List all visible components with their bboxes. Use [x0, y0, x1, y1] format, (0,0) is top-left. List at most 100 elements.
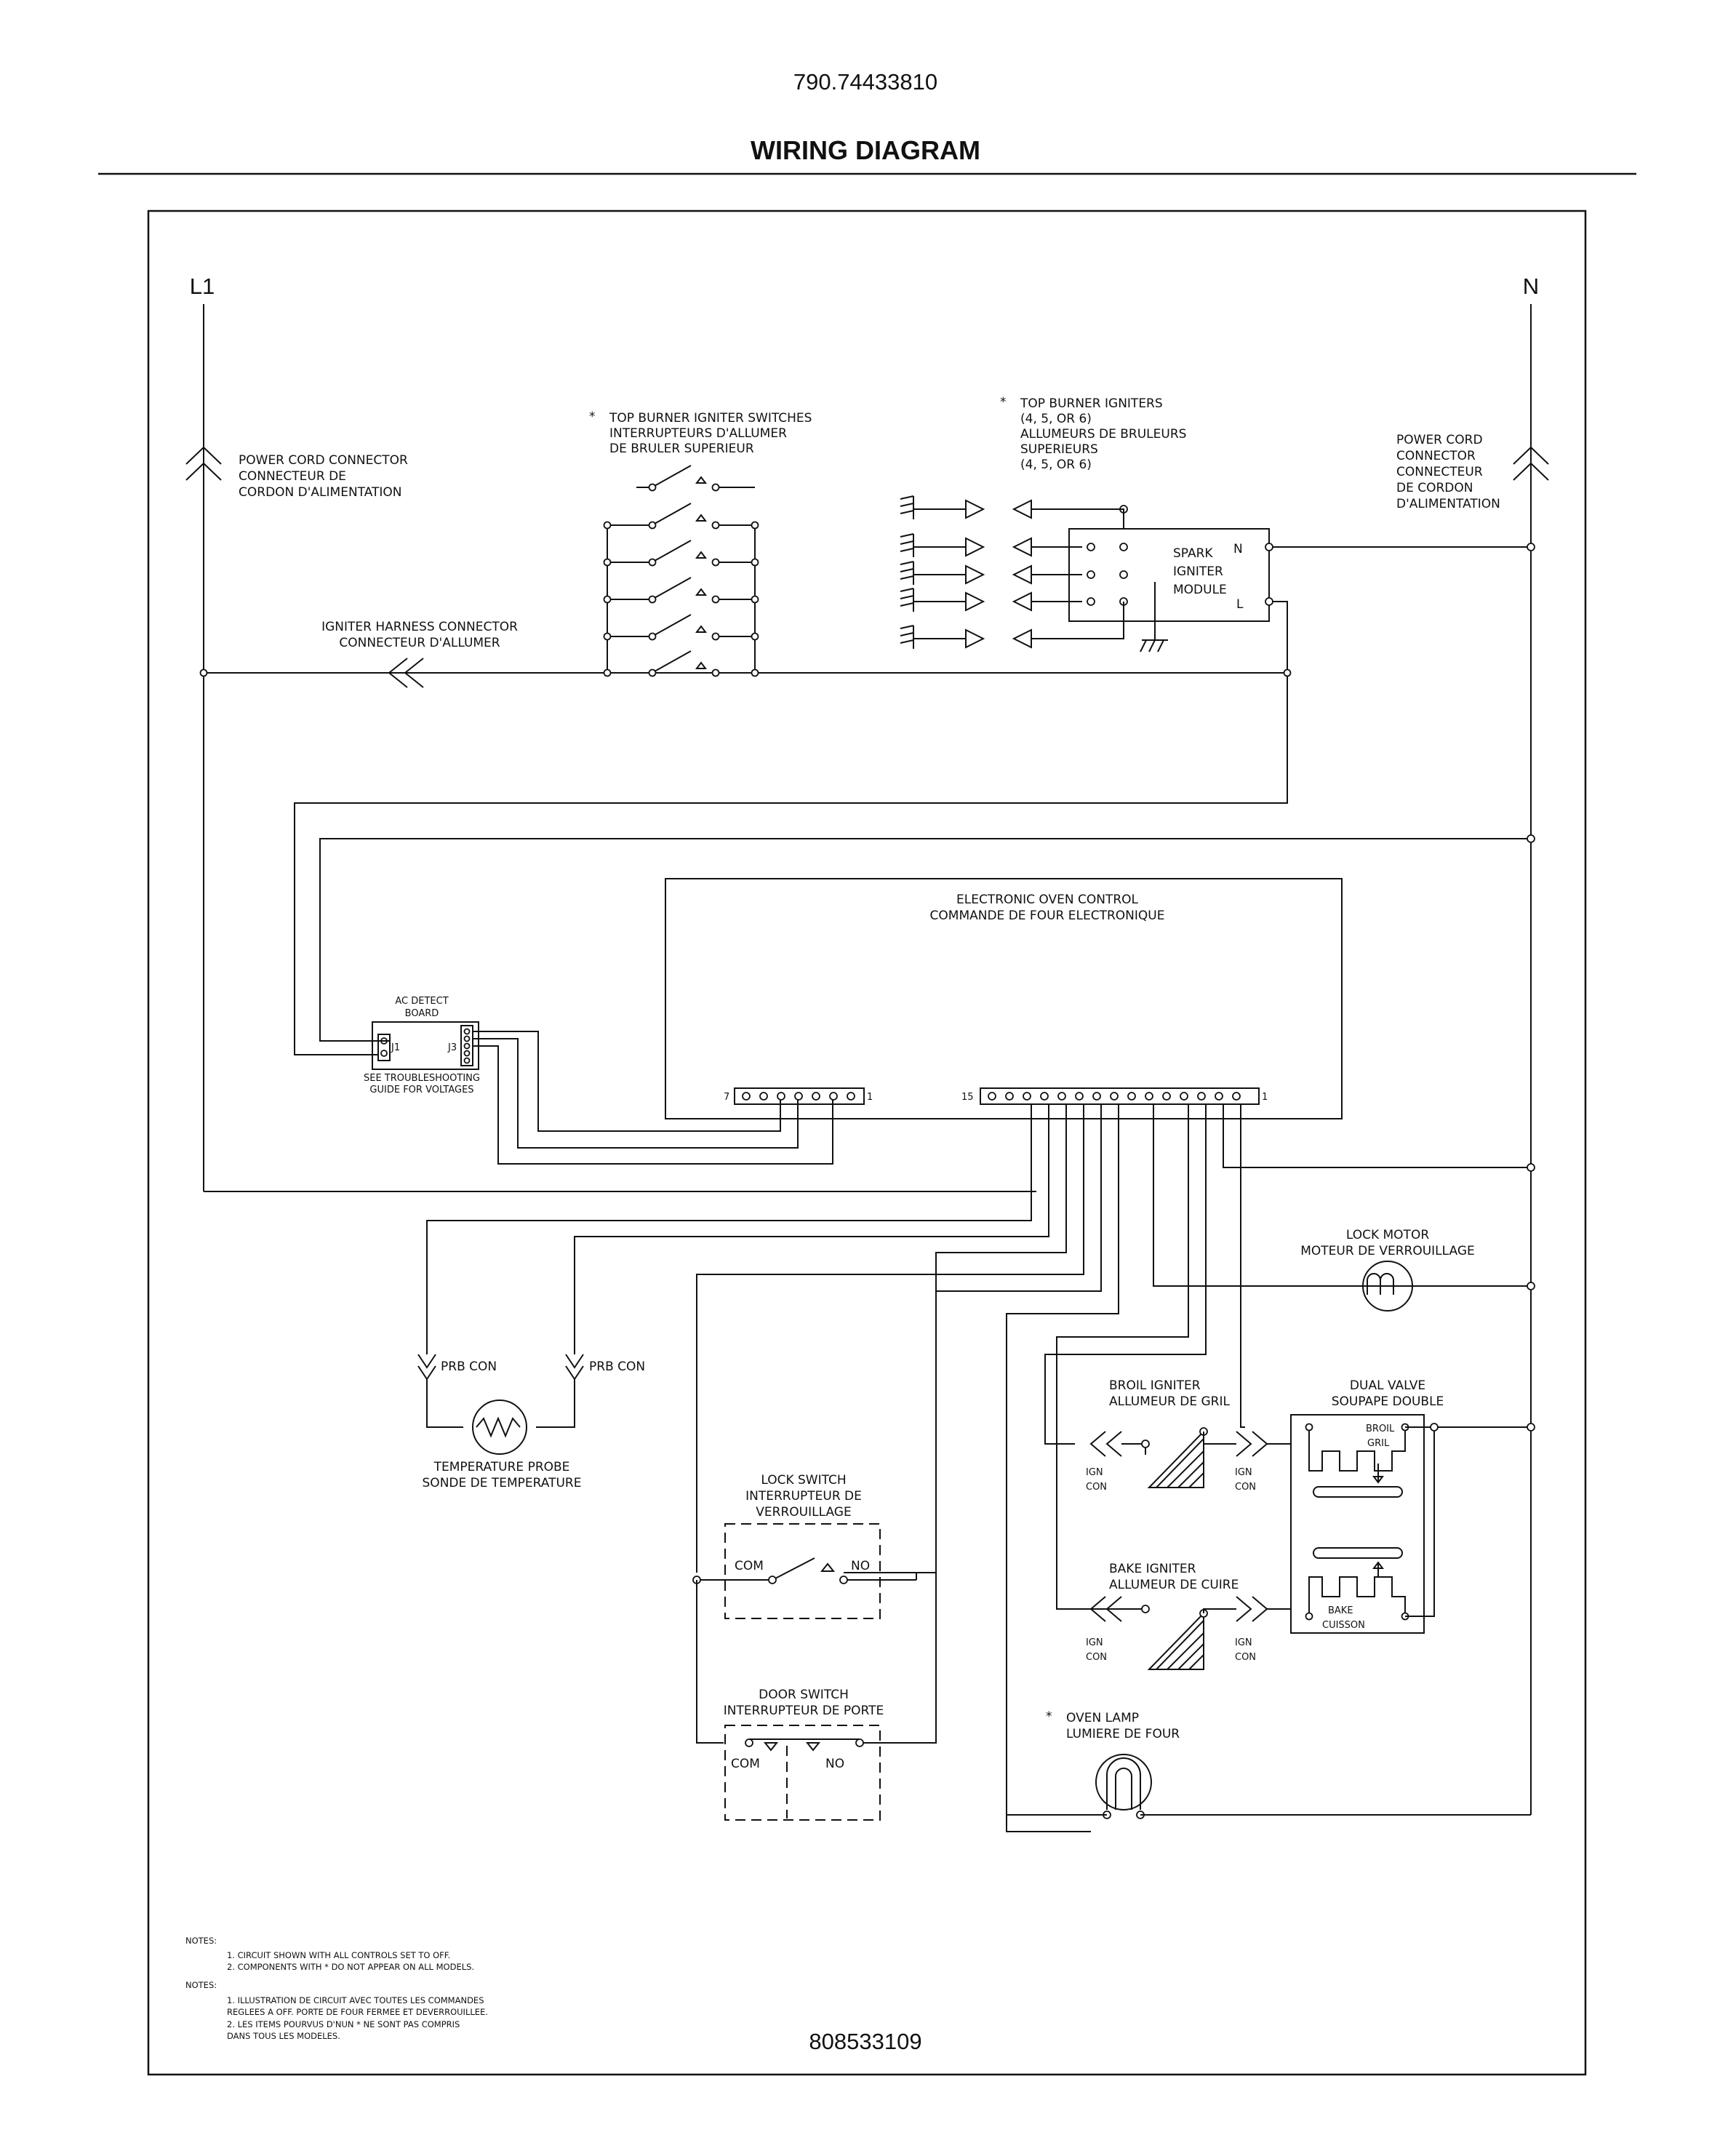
svg-text:VERROUILLAGE: VERROUILLAGE [756, 1505, 851, 1520]
svg-text:CONNECTOR: CONNECTOR [1396, 449, 1476, 463]
svg-text:BAKE: BAKE [1328, 1605, 1353, 1616]
svg-text:IGNITER: IGNITER [1173, 564, 1223, 579]
svg-text:DE BRULER SUPERIEUR: DE BRULER SUPERIEUR [609, 442, 754, 456]
svg-text:POWER CORD: POWER CORD [1396, 433, 1483, 447]
junction-harness-right [1283, 668, 1292, 677]
svg-text:ELECTRONIC OVEN CONTROL: ELECTRONIC OVEN CONTROL [956, 893, 1139, 907]
burner-igniter [900, 588, 1082, 612]
top-burner-igniters: * TOP BURNER IGNITERS (4, 5, OR 6) ALLUM… [900, 395, 1186, 649]
svg-text:NO: NO [851, 1559, 870, 1573]
burner-igniter [900, 561, 1082, 585]
svg-text:IGNITER HARNESS CONNECTOR: IGNITER HARNESS CONNECTOR [321, 620, 518, 634]
igniter-harness-connector: IGNITER HARNESS CONNECTOR CONNECTEUR D'A… [204, 620, 1287, 688]
lock-switch: LOCK SWITCH INTERRUPTEUR DE VERROUILLAGE… [697, 1473, 916, 1619]
svg-text:DOOR SWITCH: DOOR SWITCH [759, 1688, 849, 1702]
svg-text:BAKE IGNITER: BAKE IGNITER [1109, 1562, 1196, 1576]
igniter-switch [603, 503, 759, 530]
svg-text:INTERRUPTEUR DE: INTERRUPTEUR DE [745, 1489, 862, 1504]
power-cord-connector-right: POWER CORD CONNECTOR CONNECTEUR DE CORDO… [1396, 433, 1500, 511]
svg-text:N: N [1233, 542, 1243, 556]
svg-text:(4, 5, OR 6): (4, 5, OR 6) [1020, 458, 1092, 472]
svg-text:TOP BURNER IGNITERS: TOP BURNER IGNITERS [1020, 396, 1163, 411]
svg-text:NOTES:: NOTES: [185, 1980, 217, 1990]
ac-detect-board: AC DETECT BOARD J1 J3 SEE TROUBLESHOOTIN… [364, 996, 480, 1095]
svg-text:IGN: IGN [1235, 1467, 1252, 1478]
svg-text:PRB CON: PRB CON [589, 1360, 645, 1374]
junction-n-valve [1527, 1423, 1535, 1432]
svg-text:CONNECTEUR DE: CONNECTEUR DE [239, 469, 346, 484]
svg-text:CON: CON [1086, 1482, 1107, 1493]
svg-text:SOUPAPE DOUBLE: SOUPAPE DOUBLE [1332, 1394, 1444, 1409]
svg-text:COM: COM [731, 1757, 760, 1771]
svg-text:INTERRUPTEUR DE PORTE: INTERRUPTEUR DE PORTE [724, 1704, 884, 1718]
wire-j3-c [473, 1045, 833, 1165]
junction-n-lock-motor [1527, 1282, 1535, 1290]
n-bus [1513, 304, 1549, 1815]
svg-text:CON: CON [1235, 1652, 1256, 1663]
svg-text:J1: J1 [391, 1042, 400, 1053]
door-switch: DOOR SWITCH INTERRUPTEUR DE PORTE COM NO [724, 1291, 937, 1821]
svg-text:CONNECTEUR D'ALLUMER: CONNECTEUR D'ALLUMER [339, 636, 500, 650]
svg-text:COMMANDE DE FOUR ELECTRONIQUE: COMMANDE DE FOUR ELECTRONIQUE [930, 909, 1165, 923]
svg-text:CUISSON: CUISSON [1322, 1620, 1365, 1631]
n-label: N [1523, 274, 1539, 299]
svg-text:CON: CON [1086, 1652, 1107, 1663]
svg-text:DANS TOUS LES MODELES.: DANS TOUS LES MODELES. [227, 2031, 340, 2041]
model-number: 790.74433810 [793, 69, 937, 95]
l1-label: L1 [190, 274, 215, 299]
svg-text:BOARD: BOARD [405, 1008, 439, 1019]
oven-lamp: * OVEN LAMP LUMIERE DE FOUR [1007, 1709, 1531, 1819]
svg-text:LOCK MOTOR: LOCK MOTOR [1346, 1228, 1429, 1242]
svg-text:REGLEES A OFF. PORTE DE FOUR: REGLEES A OFF. PORTE DE FOUR FERMEE ET D… [227, 2007, 488, 2017]
burner-igniter [900, 495, 1082, 519]
svg-text:DE CORDON: DE CORDON [1396, 481, 1473, 495]
igniter-switch [603, 577, 759, 604]
svg-text:NO: NO [825, 1757, 844, 1771]
spark-igniter-module: SPARK IGNITER MODULE N L [294, 528, 1531, 1055]
lock-motor: LOCK MOTOR MOTEUR DE VERROUILLAGE [1300, 1228, 1475, 1311]
asterisk-icon: * [589, 410, 596, 424]
svg-text:SPARK: SPARK [1173, 546, 1213, 561]
svg-text:(4, 5, OR 6): (4, 5, OR 6) [1020, 412, 1092, 426]
svg-text:2. LES ITEMS POURVUS D'NUN *: 2. LES ITEMS POURVUS D'NUN * NE SONT PAS… [227, 2019, 460, 2029]
svg-text:DUAL VALVE: DUAL VALVE [1350, 1378, 1425, 1393]
svg-text:J3: J3 [447, 1042, 457, 1053]
top-burner-igniter-switches: * TOP BURNER IGNITER SWITCHES INTERRUPTE… [589, 410, 812, 677]
broil-igniter: BROIL IGNITER ALLUMEUR DE GRIL IGN CON I… [1045, 1378, 1291, 1493]
svg-text:1. CIRCUIT SHOWN WITH ALL CO: 1. CIRCUIT SHOWN WITH ALL CONTROLS SET T… [227, 1950, 450, 1960]
svg-text:2. COMPONENTS WITH * DO NOT: 2. COMPONENTS WITH * DO NOT APPEAR ON AL… [227, 1962, 474, 1972]
wire-ac-board-neutral [319, 838, 1531, 1042]
power-cord-connector-left: POWER CORD CONNECTOR CONNECTEUR DE CORDO… [239, 453, 408, 500]
svg-text:IGN: IGN [1235, 1637, 1252, 1648]
svg-text:AC DETECT: AC DETECT [395, 996, 448, 1007]
burner-igniter [900, 625, 1082, 649]
wire-j3-a [473, 1031, 781, 1132]
svg-text:1: 1 [1262, 1092, 1268, 1103]
svg-text:1. ILLUSTRATION DE CIRCUIT A: 1. ILLUSTRATION DE CIRCUIT AVEC TOUTES L… [227, 1995, 484, 2005]
svg-text:GRIL: GRIL [1367, 1438, 1390, 1449]
junction-n-module [1527, 543, 1535, 551]
part-number: 808533109 [809, 2029, 921, 2054]
dual-valve: DUAL VALVE SOUPAPE DOUBLE BROIL GRIL BAK… [1290, 1378, 1531, 1634]
igniter-switch [603, 614, 759, 641]
junction-l1-harness [199, 668, 208, 677]
svg-text:SEE TROUBLESHOOTING: SEE TROUBLESHOOTING [364, 1073, 480, 1084]
svg-text:INTERRUPTEURS D'ALLUMER: INTERRUPTEURS D'ALLUMER [609, 426, 787, 441]
svg-text:OVEN LAMP: OVEN LAMP [1066, 1711, 1139, 1725]
igniter-switch [603, 650, 759, 677]
svg-text:IGN: IGN [1086, 1637, 1103, 1648]
svg-text:15: 15 [961, 1092, 974, 1103]
svg-text:BROIL: BROIL [1366, 1424, 1395, 1434]
l1-bus [185, 304, 1036, 1192]
asterisk-icon: * [1046, 1709, 1052, 1724]
asterisk-icon: * [1000, 395, 1007, 410]
svg-text:D'ALIMENTATION: D'ALIMENTATION [1396, 497, 1500, 511]
svg-text:MOTEUR DE VERROUILLAGE: MOTEUR DE VERROUILLAGE [1300, 1244, 1474, 1258]
svg-text:COM: COM [735, 1559, 764, 1573]
svg-text:LUMIERE DE FOUR: LUMIERE DE FOUR [1066, 1727, 1180, 1741]
wire-lock-no [916, 1572, 936, 1580]
burner-igniter [900, 533, 1082, 557]
svg-text:1: 1 [867, 1092, 873, 1103]
svg-text:NOTES:: NOTES: [185, 1936, 217, 1946]
